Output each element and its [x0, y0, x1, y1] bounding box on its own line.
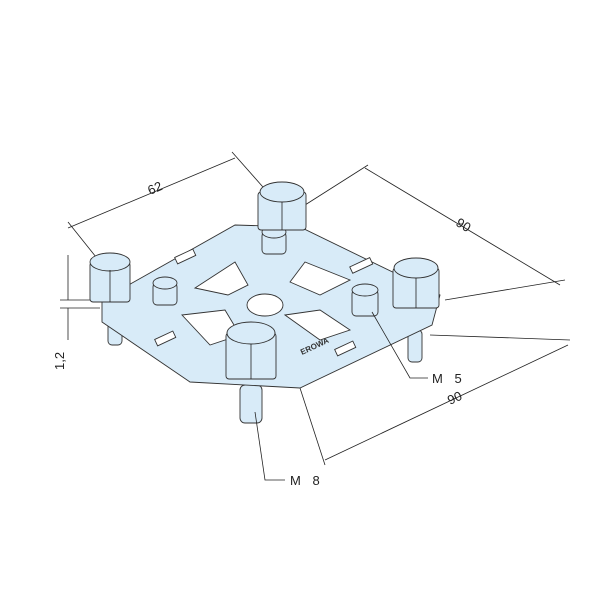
- dimension-90-bottom-label: 90: [445, 388, 464, 408]
- nut-left: [89, 252, 131, 303]
- nut-bottom: [225, 321, 277, 380]
- hex-nuts: [89, 181, 440, 380]
- m8-bolt-shank: [239, 384, 263, 424]
- callout-m5: M 5: [371, 311, 466, 386]
- dimension-62-label: 62: [145, 178, 164, 197]
- dimension-90-top: 90: [304, 164, 566, 301]
- nut-top: [257, 181, 307, 231]
- dimension-90-top-label: 90: [453, 215, 473, 235]
- nut-right: [392, 257, 440, 309]
- dimension-90-bottom: 90: [299, 334, 571, 466]
- callout-m5-label: M 5: [432, 371, 466, 386]
- dimension-62: 62: [67, 151, 271, 263]
- callout-m8: M 8: [254, 411, 324, 488]
- dimension-thickness: 1,2: [52, 255, 100, 370]
- callout-m8-label: M 8: [290, 473, 324, 488]
- thickness-label: 1,2: [52, 352, 67, 370]
